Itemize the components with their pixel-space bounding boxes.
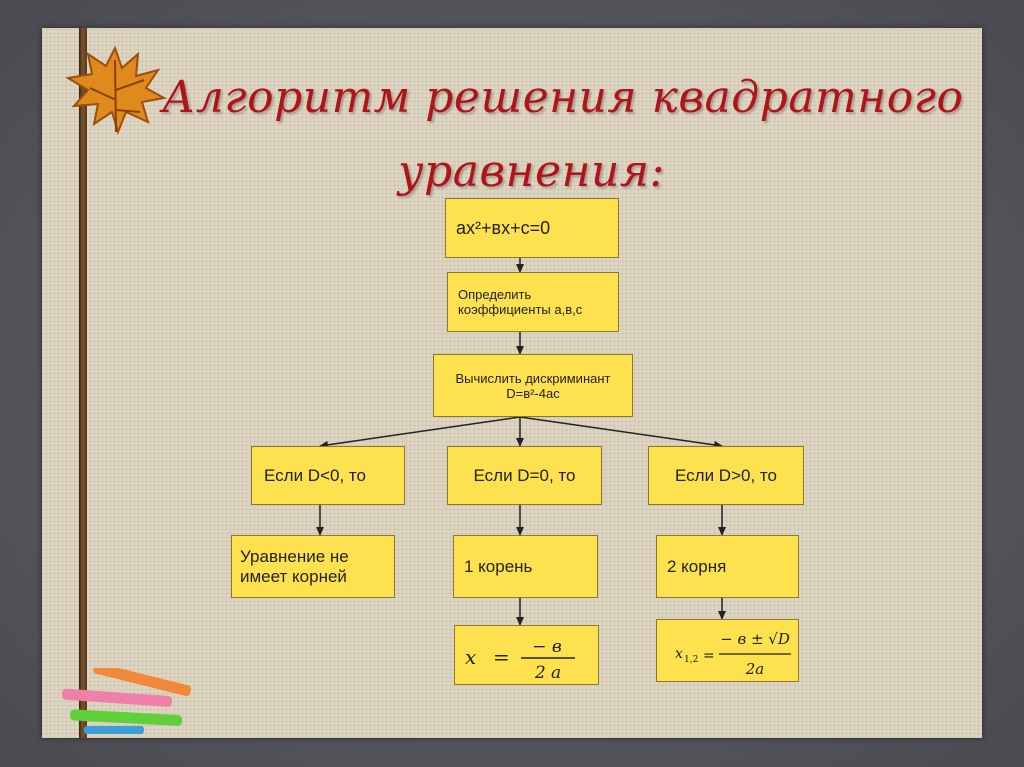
autumn-leaf-icon <box>65 45 167 136</box>
slide: Алгоритм решения квадратного уравнения: … <box>42 28 982 738</box>
result-two-roots-text: 2 корня <box>667 556 727 576</box>
title-line-1: Алгоритм решения квадратного <box>162 72 964 123</box>
formula-two-subscript: 1,2 <box>684 655 698 665</box>
formula-two-roots: x 1,2 = − в ± √D 2a <box>675 630 791 678</box>
wooden-pole <box>79 28 87 738</box>
condition-negative-box: Если D<0, то <box>251 446 405 505</box>
formula-one-numerator: − в <box>532 637 562 657</box>
result-one-root-text: 1 корень <box>464 556 533 576</box>
condition-positive-box: Если D>0, то <box>648 446 804 505</box>
formula-two-lhs: x <box>675 646 683 662</box>
title-line-2: уравнения: <box>398 146 665 197</box>
result-no-roots-text: Уравнение не имеет корней <box>240 546 349 586</box>
formula-two-roots-box: x 1,2 = − в ± √D 2a <box>656 619 799 682</box>
formula-one-denominator: 2 a <box>534 663 561 683</box>
formula-one-root-box: x = − в 2 a <box>454 625 599 685</box>
coefficients-box: Определить коэффициенты а,в,с <box>447 272 619 332</box>
formula-two-denominator: 2a <box>745 660 765 678</box>
condition-negative-text: Если D<0, то <box>264 465 366 485</box>
result-no-roots-box: Уравнение не имеет корней <box>231 535 395 598</box>
crayons-icon <box>62 668 192 734</box>
equation-text: ах²+вх+с=0 <box>456 217 551 238</box>
condition-zero-box: Если D=0, то <box>447 446 602 505</box>
svg-text:=: = <box>493 645 510 669</box>
result-two-roots-box: 2 корня <box>656 535 799 598</box>
result-one-root-box: 1 корень <box>453 535 598 598</box>
coefficients-text: Определить коэффициенты а,в,с <box>458 287 583 317</box>
condition-zero-text: Если D=0, то <box>473 465 576 485</box>
formula-one-lhs: x <box>465 645 476 669</box>
discriminant-text: Вычислить дискриминант D=в²-4ас <box>455 370 611 401</box>
discriminant-box: Вычислить дискриминант D=в²-4ас <box>433 354 633 417</box>
formula-two-numerator: − в ± √D <box>720 630 790 648</box>
condition-positive-text: Если D>0, то <box>675 465 777 485</box>
equation-box: ах²+вх+с=0 <box>445 198 619 258</box>
svg-text:=: = <box>703 648 715 664</box>
formula-one-root: x = − в 2 a <box>465 637 575 683</box>
